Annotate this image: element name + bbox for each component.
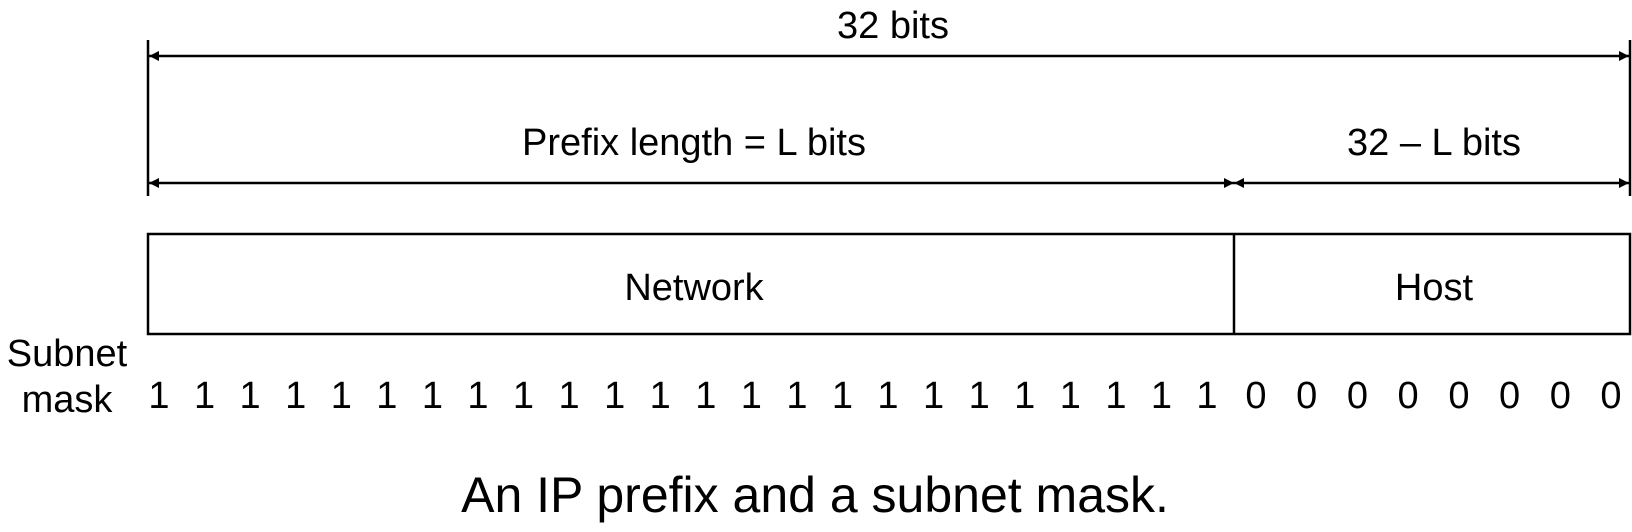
host-field-label: Host [1395, 267, 1474, 309]
mask-bit: 1 [467, 375, 488, 417]
mask-bit: 1 [285, 375, 306, 417]
prefix-length-label: Prefix length = L bits [522, 122, 866, 164]
mask-bit: 0 [1499, 375, 1520, 417]
mask-bit: 1 [1105, 375, 1126, 417]
mask-bit: 1 [376, 375, 397, 417]
mask-bit: 0 [1398, 375, 1419, 417]
total-bits-label: 32 bits [837, 5, 949, 47]
mask-bit: 1 [240, 375, 261, 417]
figure-caption: An IP prefix and a subnet mask. [461, 467, 1169, 523]
mask-bit: 1 [969, 375, 990, 417]
mask-bit: 0 [1296, 375, 1317, 417]
mask-bit: 1 [650, 375, 671, 417]
mask-bit: 1 [1151, 375, 1172, 417]
mask-bit: 1 [1014, 375, 1035, 417]
mask-bit: 1 [1196, 375, 1217, 417]
subnet-mask-label-line2: mask [22, 379, 114, 421]
mask-bit: 1 [741, 375, 762, 417]
address-box [146, 232, 1632, 336]
mask-bit: 1 [1060, 375, 1081, 417]
mask-bit: 0 [1550, 375, 1571, 417]
mask-bit: 1 [877, 375, 898, 417]
mask-bit: 1 [786, 375, 807, 417]
mask-bit: 1 [148, 375, 169, 417]
mask-bit: 0 [1347, 375, 1368, 417]
subnet-mask-label-line1: Subnet [7, 333, 128, 375]
mask-bit: 1 [513, 375, 534, 417]
mask-bit: 0 [1245, 375, 1266, 417]
mask-bit: 1 [923, 375, 944, 417]
mask-bit: 1 [194, 375, 215, 417]
mask-bit: 1 [331, 375, 352, 417]
mask-bit: 1 [832, 375, 853, 417]
mask-bit: 1 [422, 375, 443, 417]
mask-bit: 1 [695, 375, 716, 417]
mask-bit: 1 [604, 375, 625, 417]
mask-bit: 0 [1448, 375, 1469, 417]
host-length-label: 32 – L bits [1347, 122, 1521, 164]
network-field-label: Network [624, 267, 764, 309]
mask-bit: 0 [1600, 375, 1621, 417]
mask-bit: 1 [559, 375, 580, 417]
